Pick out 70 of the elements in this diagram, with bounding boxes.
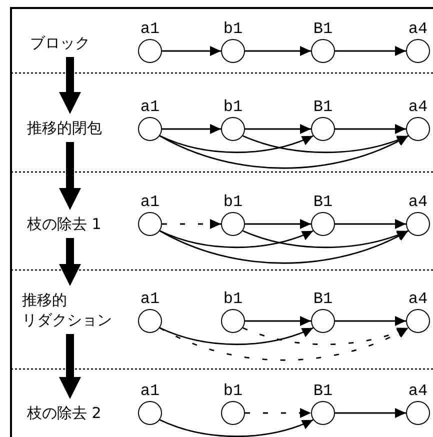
arrow — [162, 124, 221, 134]
arrow — [245, 124, 311, 134]
node-label: B1 — [312, 193, 334, 211]
arrow — [160, 135, 314, 154]
node-label: a4 — [407, 98, 429, 116]
node-label: b1 — [222, 20, 244, 38]
graph-node — [138, 98, 162, 141]
arrow — [162, 219, 221, 229]
graph-node — [406, 193, 430, 236]
arrow — [245, 46, 311, 56]
step-arrow — [59, 334, 81, 399]
node-label: B1 — [312, 382, 334, 400]
step-label: 推移的閉包 — [27, 118, 111, 138]
graph-node — [138, 382, 162, 425]
step-label: 枝の除去 1 — [27, 214, 115, 234]
node-label: B1 — [312, 290, 334, 308]
arrow — [245, 316, 311, 326]
node-label: b1 — [222, 98, 244, 116]
graph-node — [221, 193, 245, 236]
graph-node — [311, 382, 335, 425]
graph-node — [406, 290, 430, 333]
step-arrow — [59, 238, 81, 286]
graph-node — [138, 193, 162, 236]
arrow — [160, 230, 408, 264]
node-label: B1 — [312, 20, 334, 38]
arrow — [242, 135, 408, 154]
node-label: b1 — [222, 382, 244, 400]
node-label: a4 — [407, 382, 429, 400]
graph-node — [311, 193, 335, 236]
graph-node — [406, 98, 430, 141]
graph-node — [221, 98, 245, 141]
arrow — [160, 419, 314, 437]
arrow — [245, 408, 311, 418]
node-label: b1 — [222, 193, 244, 211]
node-label: a1 — [139, 382, 161, 400]
graph-node — [311, 290, 335, 333]
step-label: ブロック — [30, 33, 96, 53]
node-label: a1 — [139, 98, 161, 116]
arrow — [162, 46, 221, 56]
graph-node — [221, 290, 245, 333]
graph-node — [221, 20, 245, 63]
graph-node — [138, 290, 162, 333]
arrow — [335, 316, 406, 326]
arrow — [335, 219, 406, 229]
graph-node — [138, 20, 162, 63]
step-arrow — [59, 57, 81, 114]
arrow — [335, 46, 406, 56]
node-label: a4 — [407, 20, 429, 38]
graph-node — [311, 20, 335, 63]
node-label: a4 — [407, 290, 429, 308]
arrow — [160, 135, 408, 169]
step-label: 枝の除去 2 — [27, 403, 115, 423]
node-label: a1 — [139, 193, 161, 211]
step-label: 推移的リダクション — [22, 290, 132, 330]
arrow — [245, 219, 311, 229]
node-label: a1 — [139, 290, 161, 308]
node-label: a4 — [407, 193, 429, 211]
graph-node — [221, 382, 245, 425]
graph-node — [311, 98, 335, 141]
node-label: a1 — [139, 20, 161, 38]
step-arrow — [59, 142, 81, 210]
arrow — [335, 124, 406, 134]
arrow — [242, 230, 408, 248]
arrow — [335, 408, 406, 418]
graph-node — [406, 20, 430, 63]
arrow — [160, 230, 314, 248]
node-label: B1 — [312, 98, 334, 116]
arrow — [160, 327, 314, 346]
node-label: b1 — [222, 290, 244, 308]
graph-node — [406, 382, 430, 425]
